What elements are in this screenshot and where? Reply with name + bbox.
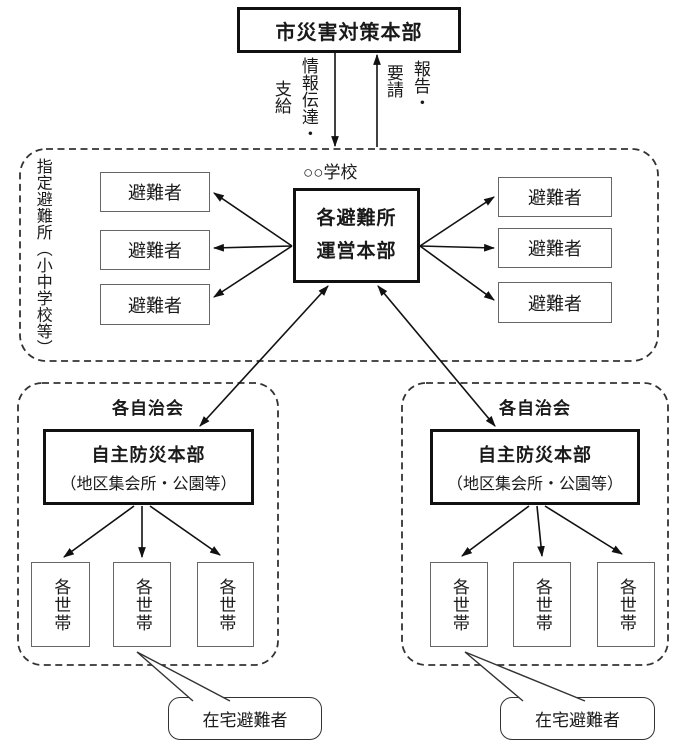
home-evacuee-label: 在宅避難者: [535, 711, 620, 730]
evacuee-label: 避難者: [528, 239, 582, 259]
label-supply: 支給: [271, 80, 291, 114]
city-hq-box: 市災害対策本部: [237, 7, 461, 53]
evacuee-label: 避難者: [528, 188, 582, 208]
district-hq-title: 自主防災本部: [478, 444, 592, 465]
evacuee-label: 避難者: [528, 293, 582, 314]
shelter-hq-line2: 運営本部: [316, 240, 397, 262]
callout-tail-right: [464, 651, 586, 702]
evacuee-box-left-3: 避難者: [100, 284, 210, 325]
district-right-hq-box: 自主防災本部 （地区集会所・公園等）: [430, 429, 640, 505]
evacuee-label: 避難者: [128, 295, 182, 316]
home-evacuee-callout-right: 在宅避難者: [500, 697, 655, 740]
household-label: 各世帯: [132, 577, 152, 632]
evacuee-box-right-1: 避難者: [498, 177, 612, 217]
household-box-left-3: 各世帯: [197, 562, 254, 647]
household-label: 各世帯: [51, 577, 71, 632]
shelter-hq-box: 各避難所 運営本部: [293, 188, 420, 283]
arrow-left-household-1: [63, 505, 135, 558]
district-hq-subtitle: （地区集会所・公園等）: [446, 475, 623, 493]
home-evacuee-label: 在宅避難者: [202, 711, 288, 730]
district-left-hq-box: 自主防災本部 （地区集会所・公園等）: [43, 429, 254, 505]
evacuee-box-right-3: 避難者: [498, 282, 612, 323]
household-box-right-1: 各世帯: [430, 562, 488, 647]
district-right-title: 各自治会: [499, 399, 571, 418]
shelter-hq-line1: 各避難所: [316, 208, 397, 230]
arrow-right-evacuee-1: [419, 196, 495, 247]
evacuee-box-left-2: 避難者: [100, 230, 210, 270]
district-hq-title: 自主防災本部: [91, 444, 206, 465]
household-box-left-2: 各世帯: [113, 562, 171, 647]
evacuee-box-right-2: 避難者: [498, 228, 612, 268]
arrow-left-evacuee-2: [212, 243, 293, 252]
label-info-transmission: 情報伝達・: [298, 57, 318, 142]
arrow-right-household-2: [536, 505, 545, 558]
arrow-right-household-3: [544, 505, 623, 555]
household-label: 各世帯: [532, 577, 552, 632]
household-box-right-3: 各世帯: [597, 562, 655, 647]
household-label: 各世帯: [616, 577, 636, 632]
arrow-left-evacuee-3: [213, 245, 293, 298]
callout-tail-left: [136, 651, 231, 702]
home-evacuee-callout-left: 在宅避難者: [168, 697, 322, 740]
arrow-right-evacuee-2: [419, 243, 496, 252]
household-box-left-1: 各世帯: [31, 562, 90, 647]
household-label: 各世帯: [216, 577, 236, 632]
city-hq-label: 市災害対策本部: [275, 21, 423, 44]
evacuee-label: 避難者: [128, 241, 182, 261]
shelter-zone-side-label: 指定避難所（小中学校等）: [33, 158, 51, 356]
arrow-left-evacuee-1: [213, 192, 293, 247]
evacuee-label: 避難者: [128, 183, 182, 203]
district-hq-subtitle: （地区集会所・公園等）: [60, 475, 237, 493]
district-left-title: 各自治会: [112, 399, 184, 418]
label-report: 報告・: [410, 60, 430, 111]
arrow-left-household-3: [149, 505, 221, 556]
school-label: ○○学校: [303, 163, 358, 182]
household-box-right-2: 各世帯: [513, 562, 571, 647]
arrow-right-household-1: [461, 505, 530, 557]
household-label: 各世帯: [449, 577, 469, 632]
label-request: 要請: [383, 64, 403, 98]
evacuee-box-left-1: 避難者: [100, 172, 210, 212]
arrow-right-evacuee-3: [419, 245, 495, 301]
